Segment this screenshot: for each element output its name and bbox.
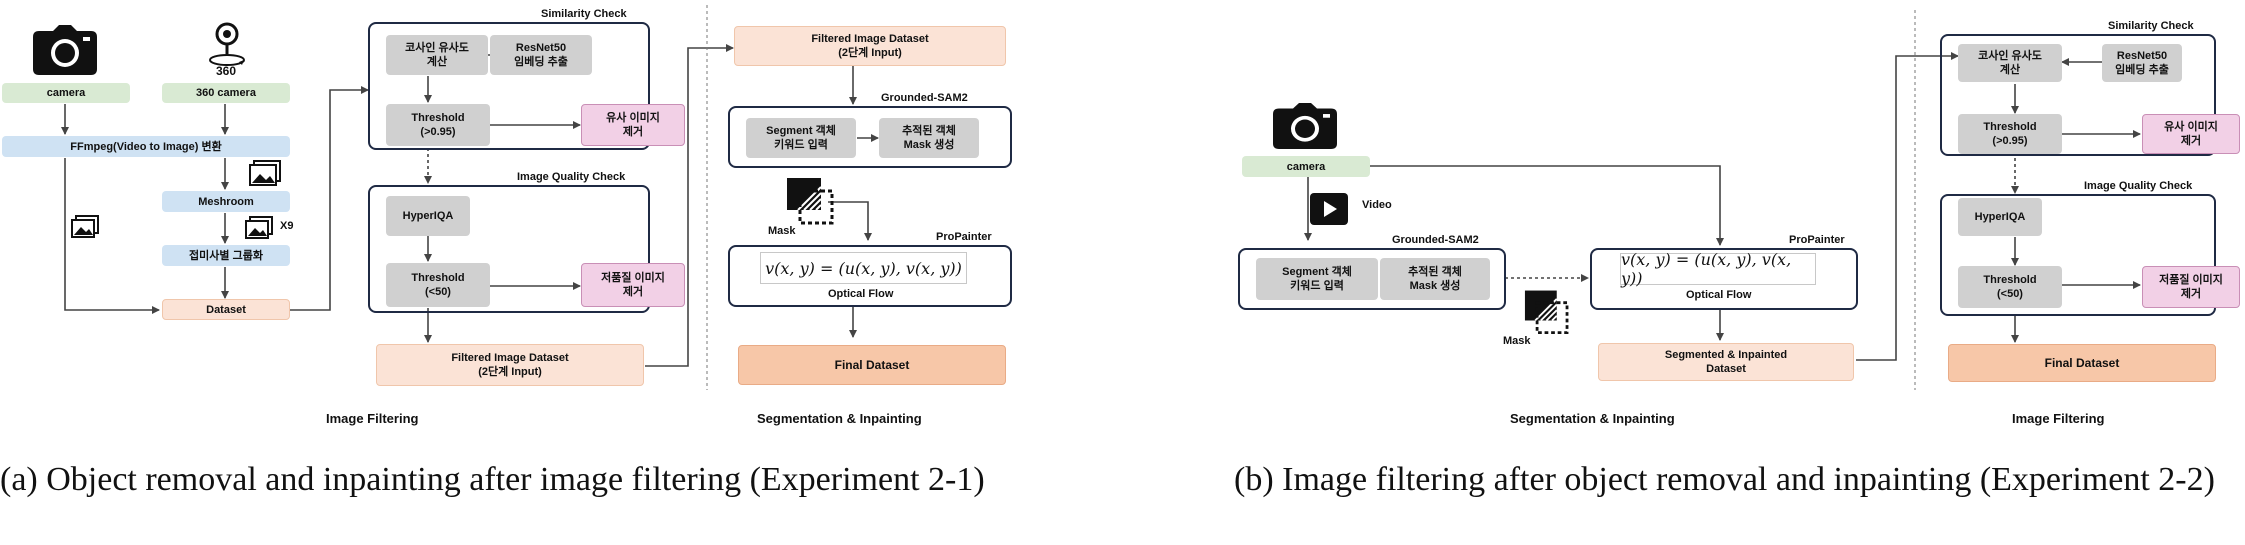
segmented-inpainted-dataset-box: Segmented & Inpainted Dataset <box>1598 343 1854 381</box>
similarity-check-container-b <box>1940 34 2216 156</box>
section-segmentation-label-b: Segmentation & Inpainting <box>1510 411 1675 426</box>
cosine-similarity-box: 코사인 유사도 계산 <box>386 35 488 75</box>
mask-label-b: Mask <box>1503 335 1531 347</box>
remove-similar-box-b: 유사 이미지 제거 <box>2142 114 2240 154</box>
dataset-box: Dataset <box>162 299 290 320</box>
grounded-sam2-container-b <box>1238 248 1506 310</box>
meshroom-box: Meshroom <box>162 191 290 212</box>
grounded-sam2-title: Grounded-SAM2 <box>881 92 968 104</box>
final-dataset-box: Final Dataset <box>738 345 1006 385</box>
image-stack-icon <box>248 160 282 188</box>
image-quality-check-title: Image Quality Check <box>517 171 626 183</box>
filtered-dataset-bottom-box: Filtered Image Dataset (2단계 Input) <box>376 344 644 386</box>
camera-icon <box>1273 103 1337 149</box>
caption-b: (b) Image filtering after object removal… <box>1234 461 2215 498</box>
image-quality-check-title-b: Image Quality Check <box>2084 180 2193 192</box>
image-stack-icon <box>70 215 100 239</box>
similarity-check-title-b: Similarity Check <box>2108 20 2194 32</box>
mask-generation-box: 추적된 객체 Mask 생성 <box>879 118 979 158</box>
grounded-sam2-title-b: Grounded-SAM2 <box>1392 234 1479 246</box>
ffmpeg-box: FFmpeg(Video to Image) 변환 <box>2 136 290 157</box>
grouping-box: 접미사별 그룹화 <box>162 245 290 266</box>
optical-flow-label-b: Optical Flow <box>1686 289 1752 301</box>
threshold-quality-box-b: Threshold (<50) <box>1958 266 2062 308</box>
propainter-container <box>728 245 1012 307</box>
segment-keyword-box: Segment 객체 키워드 입력 <box>746 118 856 158</box>
video-play-icon <box>1310 193 1348 225</box>
x9-label: X9 <box>280 220 294 232</box>
similarity-check-title: Similarity Check <box>541 8 627 20</box>
camera-label: camera <box>2 83 130 103</box>
section-image-filtering-label-b: Image Filtering <box>2012 411 2105 426</box>
image-stack-icon <box>244 216 274 240</box>
section-segmentation-label: Segmentation & Inpainting <box>757 411 922 426</box>
mask-icon <box>786 177 848 227</box>
remove-low-quality-box-b: 저품질 이미지 제거 <box>2142 266 2240 308</box>
optical-flow-label: Optical Flow <box>828 288 894 300</box>
propainter-container-b <box>1590 248 1858 310</box>
propainter-title: ProPainter <box>936 231 992 243</box>
optical-flow-formula: v(x, y) = (u(x, y), v(x, y)) <box>760 252 967 284</box>
mask-generation-box-b: 추적된 객체 Mask 생성 <box>1380 258 1490 300</box>
camera-icon <box>33 25 97 75</box>
propainter-title-b: ProPainter <box>1789 234 1845 246</box>
threshold-quality-box: Threshold (<50) <box>386 263 490 307</box>
similarity-check-container <box>368 22 650 150</box>
remove-low-quality-box: 저품질 이미지 제거 <box>581 263 685 307</box>
section-image-filtering-label: Image Filtering <box>326 411 419 426</box>
360-camera-icon: 360 <box>207 22 247 80</box>
segment-keyword-box-b: Segment 객체 키워드 입력 <box>1256 258 1378 300</box>
mask-label: Mask <box>768 225 796 237</box>
caption-a: (a) Object removal and inpainting after … <box>0 461 985 498</box>
camera-label-b: camera <box>1242 156 1370 177</box>
resnet50-box-b: ResNet50 임베딩 추출 <box>2102 44 2182 82</box>
optical-flow-formula-b: v(x, y) = (u(x, y), v(x, y)) <box>1620 250 1816 288</box>
360-badge: 360 <box>216 64 237 78</box>
grounded-sam2-container <box>728 106 1012 168</box>
video-label: Video <box>1362 199 1392 211</box>
hyperiqa-box-b: HyperIQA <box>1958 198 2042 236</box>
cosine-similarity-box-b: 코사인 유사도 계산 <box>1958 44 2062 82</box>
360-camera-label: 360 camera <box>162 83 290 103</box>
threshold-similarity-box: Threshold (>0.95) <box>386 104 490 146</box>
hyperiqa-box: HyperIQA <box>386 196 470 236</box>
image-quality-check-container-b <box>1940 194 2216 316</box>
filtered-dataset-top-box: Filtered Image Dataset (2단계 Input) <box>734 26 1006 66</box>
mask-icon <box>1524 288 1582 338</box>
resnet50-box: ResNet50 임베딩 추출 <box>490 35 592 75</box>
final-dataset-box-b: Final Dataset <box>1948 344 2216 382</box>
image-quality-check-container <box>368 185 650 313</box>
remove-similar-box: 유사 이미지 제거 <box>581 104 685 146</box>
threshold-similarity-box-b: Threshold (>0.95) <box>1958 114 2062 154</box>
